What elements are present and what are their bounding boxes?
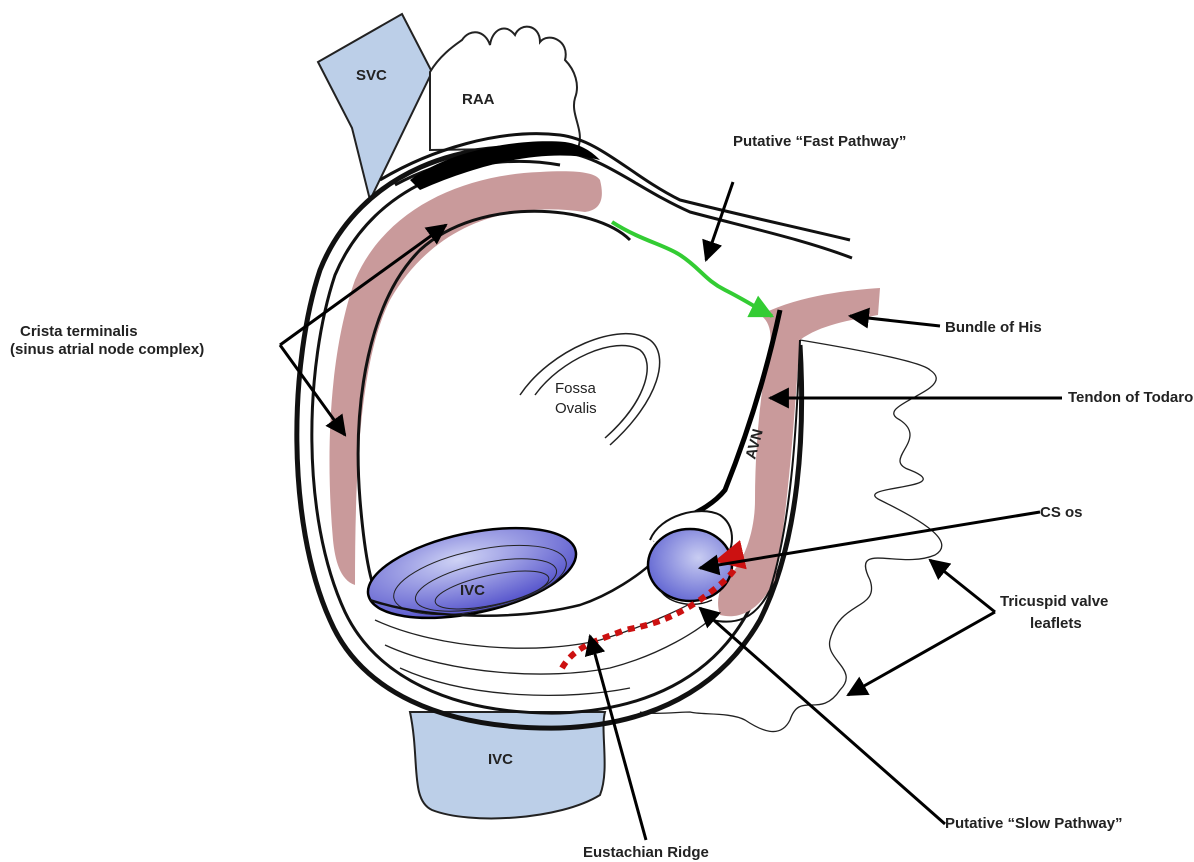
svc-label: SVC <box>356 67 387 84</box>
tricuspid-label-line1: Tricuspid valve <box>1000 593 1108 610</box>
ivc-inner-label: IVC <box>460 582 485 599</box>
fast-pathway-path <box>612 222 772 316</box>
tricuspid-pointer-lower <box>848 612 995 695</box>
bundle-of-his-pointer <box>850 316 940 326</box>
crista-label-line1: Crista terminalis <box>20 323 138 340</box>
ivc-outer-label: IVC <box>488 751 513 768</box>
fossa-label-line2: Ovalis <box>555 400 597 417</box>
slow-pathway-label: Putative “Slow Pathway” <box>945 815 1123 832</box>
fossa-label-line1: Fossa <box>555 380 597 397</box>
raa-label: RAA <box>462 91 495 108</box>
slow-pathway-pointer <box>700 608 945 824</box>
crista-terminalis-band <box>329 171 601 585</box>
tendon-of-todaro-label: Tendon of Todaro <box>1068 389 1193 406</box>
cs-os-label: CS os <box>1040 504 1083 521</box>
atrium-outer-wall <box>297 148 802 728</box>
bundle-of-his-label: Bundle of His <box>945 319 1042 336</box>
tricuspid-pointer-upper <box>930 560 995 612</box>
fast-pathway-label: Putative “Fast Pathway” <box>733 133 906 150</box>
crista-label-line2: (sinus atrial node complex) <box>10 341 204 358</box>
eustachian-ridge-line3 <box>385 615 715 674</box>
tricuspid-label-line2: leaflets <box>1030 615 1082 632</box>
cs-os-opening <box>648 511 732 604</box>
raa-appendage <box>430 27 580 150</box>
eustachian-ridge-label: Eustachian Ridge <box>583 844 709 861</box>
